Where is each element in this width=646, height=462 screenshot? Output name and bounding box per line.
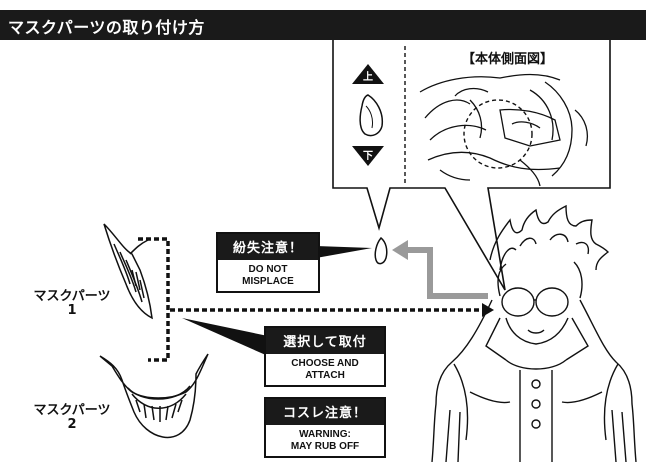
caution-choose: 選択して取付 CHOOSE AND ATTACH	[264, 326, 386, 387]
misplace-pointer	[316, 246, 372, 258]
page-title: マスクパーツの取り付け方	[8, 18, 205, 37]
part-2-name: マスクパーツ	[33, 403, 111, 418]
up-triangle-icon	[352, 64, 384, 84]
caution-rub-jp: コスレ注意！	[266, 399, 384, 425]
part-1-name: マスクパーツ	[33, 289, 111, 304]
part-2-number: 2	[67, 417, 77, 432]
small-mask-piece	[374, 236, 388, 265]
caution-choose-en-2: ATTACH	[305, 370, 345, 381]
down-label: 下	[363, 151, 373, 162]
up-label: 上	[363, 72, 373, 83]
down-triangle-icon	[352, 146, 384, 166]
gray-arrow-line	[404, 247, 488, 299]
caution-rub-en-2: MAY RUB OFF	[290, 441, 360, 452]
mask-part-1	[103, 223, 153, 320]
mask-part-2	[99, 353, 209, 439]
callout-outline	[332, 40, 611, 291]
caution-misplace: 紛失注意！ DO NOT MISPLACE	[216, 232, 320, 293]
caution-choose-en-1: CHOOSE AND	[291, 358, 359, 369]
part-label-1: マスクパーツ 1	[24, 290, 120, 318]
part-label-2: マスクパーツ 2	[24, 404, 120, 432]
caution-rub-en-1: WARNING:	[299, 429, 351, 440]
figure-illustration	[431, 204, 637, 462]
caution-rub: コスレ注意！ WARNING: MAY RUB OFF	[264, 397, 386, 458]
side-view-figure	[419, 73, 589, 187]
caution-choose-jp: 選択して取付	[266, 328, 384, 354]
part-connector	[138, 237, 170, 362]
header-bar: マスクパーツの取り付け方	[0, 10, 646, 40]
caution-misplace-en-2: MISPLACE	[242, 276, 294, 287]
caution-misplace-en-1: DO NOT	[248, 264, 288, 275]
gray-arrow-head	[392, 240, 408, 260]
side-view-title: 【本体側面図】	[462, 52, 554, 67]
part-1-number: 1	[67, 303, 77, 318]
detail-circle	[463, 99, 533, 169]
attach-arrow-head	[482, 303, 494, 317]
choose-pointer	[182, 318, 268, 356]
caution-misplace-jp: 紛失注意！	[218, 234, 318, 260]
